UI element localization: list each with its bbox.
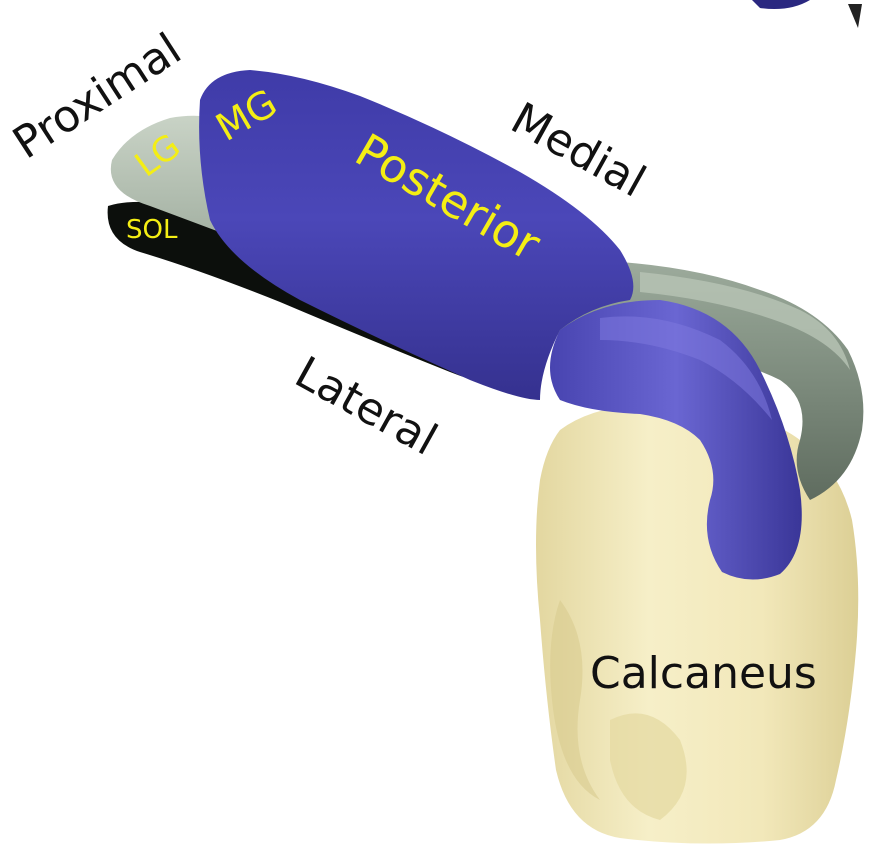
lateral-label: Lateral — [287, 347, 446, 466]
partial-object-edge-2 — [848, 4, 862, 28]
partial-object-edge — [752, 0, 810, 9]
calcaneus-label: Calcaneus — [590, 648, 817, 699]
sol-label: SOL — [126, 215, 178, 245]
